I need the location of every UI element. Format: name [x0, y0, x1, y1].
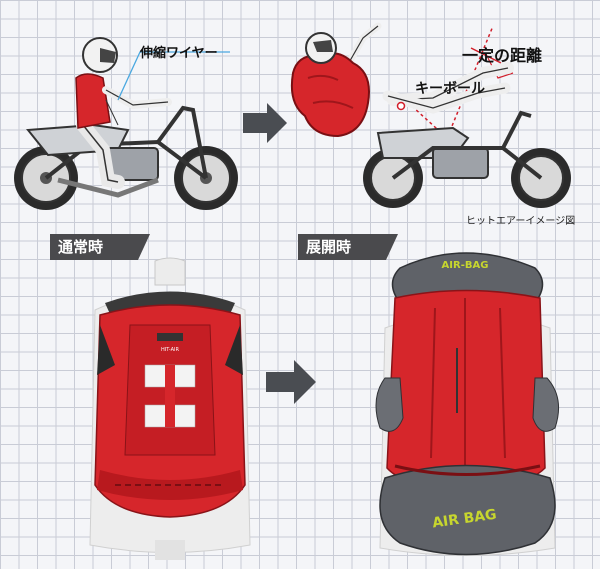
- rider-motorcycle-normal: [14, 37, 238, 210]
- arrow-right-top: [243, 103, 287, 143]
- deployed-state-tag: 展開時: [298, 234, 398, 260]
- vest-normal: HIT-AIR: [89, 257, 251, 560]
- arrow-right-bottom: [266, 360, 316, 404]
- vest-deployed: AIR-BAG AIR BAG: [375, 252, 560, 556]
- rider-motorcycle-crash: [290, 22, 571, 208]
- keyball-label: キーボール: [415, 81, 485, 97]
- hit-air-image-caption: ヒットエアーイメージ図: [466, 216, 576, 227]
- distance-label: 一定の距離: [462, 46, 543, 65]
- svg-text:AIR-BAG: AIR-BAG: [442, 260, 489, 271]
- wire-label: 伸縮ワイヤー: [140, 46, 218, 61]
- svg-text:HIT-AIR: HIT-AIR: [161, 347, 179, 353]
- normal-state-tag: 通常時: [50, 234, 150, 260]
